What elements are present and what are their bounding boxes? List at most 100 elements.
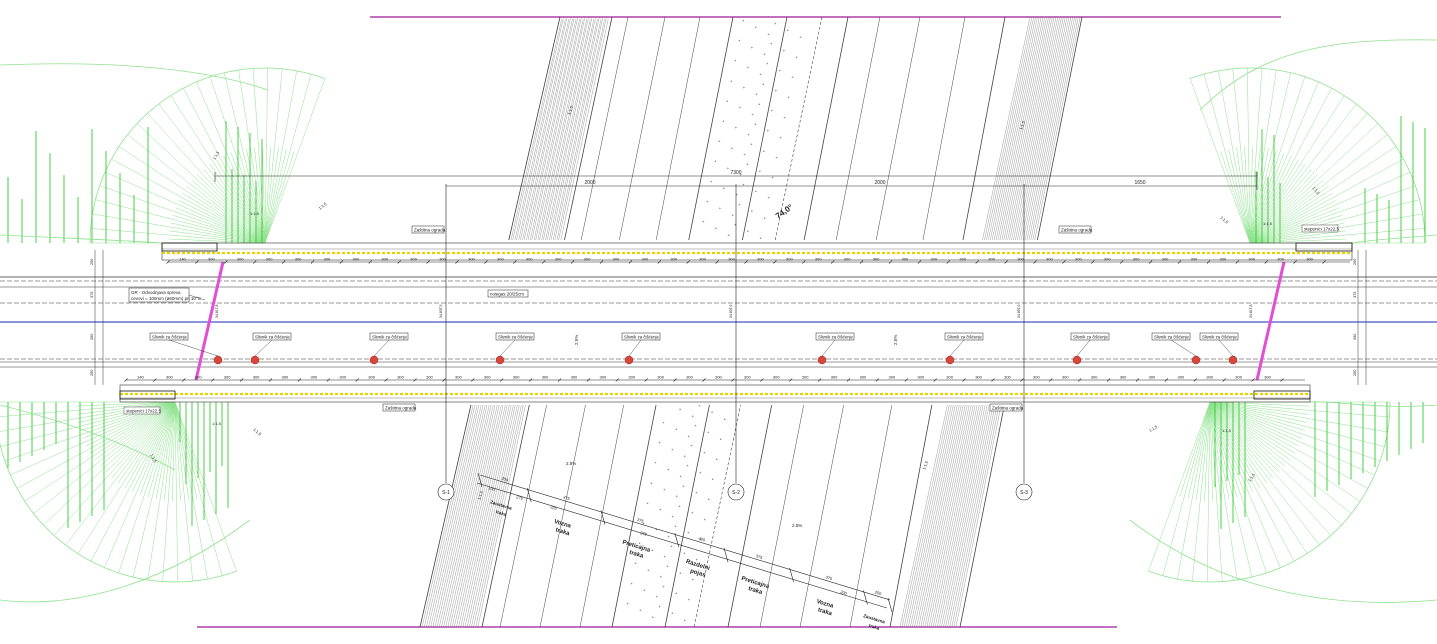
slope-ray [203,168,266,244]
lane-sub-dimension: 275 [516,494,525,501]
spacing-label: 300 [1046,257,1053,262]
median-dot: + [684,617,687,622]
spacing-label: 300 [353,257,360,262]
spacing-label: 300 [1162,257,1169,262]
dimension-tick [153,378,157,382]
lane-dimension-tick [674,532,680,548]
median-dot: + [684,454,687,459]
median-dot: + [742,182,745,187]
slope-ray [1220,151,1251,244]
spacing-label: 300 [1306,257,1313,262]
median-dot: + [787,95,790,100]
drain-pipe-left [194,261,225,381]
slope-ray [1209,401,1223,582]
side-dimension-label: 250 [90,259,94,265]
slope-ray [238,69,266,244]
median-dot: + [698,403,701,408]
drain-marker [624,355,634,365]
slope-ray [127,134,266,244]
spacing-label: 300 [1120,375,1127,380]
median-dot: + [660,574,663,579]
slope-ray [170,222,266,244]
slope-arc [1190,67,1426,244]
spacing-label: 300 [613,257,620,262]
pier-axis-label: S-3 [1020,490,1028,496]
dimension-tick [859,260,864,264]
slope-ratio-label: 1:1,5 [212,421,222,426]
median-dot: + [646,500,649,505]
median-dot: + [662,584,665,589]
dimension-tick [413,378,417,382]
spacing-label: 300 [699,257,706,262]
median-dot: + [688,597,691,602]
station-label: 34,83T,6 [729,305,733,318]
slope-ray [92,213,266,244]
dimension-tick [210,378,215,382]
dimension-tick [599,260,604,264]
dimension-tick [802,260,806,264]
spacing-label: 300 [1220,257,1227,262]
dimension-tick [1251,378,1255,382]
pier-axis-bubble [727,483,745,501]
slope-ray [1207,401,1211,582]
spacing-label: 300 [715,375,722,380]
dimension-tick [933,378,937,382]
lane-name-label: Vozna [553,519,572,530]
slope-ray [1249,200,1337,244]
dimension-tick [1206,260,1211,264]
median-dot: + [707,430,710,435]
slope-ratio-label: 1:1,5 [1247,472,1257,483]
slope-ray [1249,150,1277,244]
slope-ray [118,401,176,484]
median-dot: + [739,105,742,110]
guardrail-label-top-right: Zaštitna ograda [1061,228,1093,233]
slope-ray [216,159,266,244]
drain-marker-leader [373,339,390,357]
lane-dimension-tick [600,510,606,525]
spacing-label: 300 [282,375,289,380]
dimension-tick [1177,260,1182,264]
median-dot: + [755,25,758,30]
spacing-label: 300 [773,375,780,380]
dimension-tick [773,260,777,264]
spacing-label: 300 [728,257,735,262]
spacing-label: 300 [497,257,504,262]
slope-ray [124,401,176,488]
dimension-tick [1119,260,1124,264]
slope-ray [1177,401,1211,580]
drain-marker-label: Slivnik za čišćenje [1154,335,1189,340]
lane-name-label: traka [868,623,880,631]
slope-ray [86,401,176,447]
slope-ray [105,401,176,473]
dimension-tick [702,378,706,382]
spacing-label: 300 [815,257,822,262]
spacing-label: 300 [1104,257,1111,262]
slope-ray [1249,171,1411,244]
spacing-label: 300 [439,257,446,262]
median-dot: + [671,447,674,452]
median-dot: + [691,510,694,515]
median-dot: + [710,179,713,184]
road-slope-ratio-label: 1:1,5 [1018,120,1026,131]
spacing-label: 300 [368,375,375,380]
slope-ray [183,88,266,244]
dimension-tick [455,260,459,264]
side-dimension-label: 250 [1353,370,1357,376]
median-dot: + [763,52,766,57]
median-dot: + [675,591,678,596]
pier-axis-bubble [437,483,455,501]
slope-ray [1209,401,1299,447]
slope-boundary [0,63,269,244]
slope-ray [174,401,181,501]
median-dot: + [787,28,790,33]
dimension-tick [557,378,562,382]
dimension-tick [875,378,880,382]
stairs-label-right: stepenici 17x22,5 [1304,227,1340,232]
slope-ray [1209,401,1230,500]
median-dot: + [770,41,773,46]
slope-ray [264,68,268,244]
dimension-tick [817,378,822,382]
dimension-tick [252,260,257,264]
